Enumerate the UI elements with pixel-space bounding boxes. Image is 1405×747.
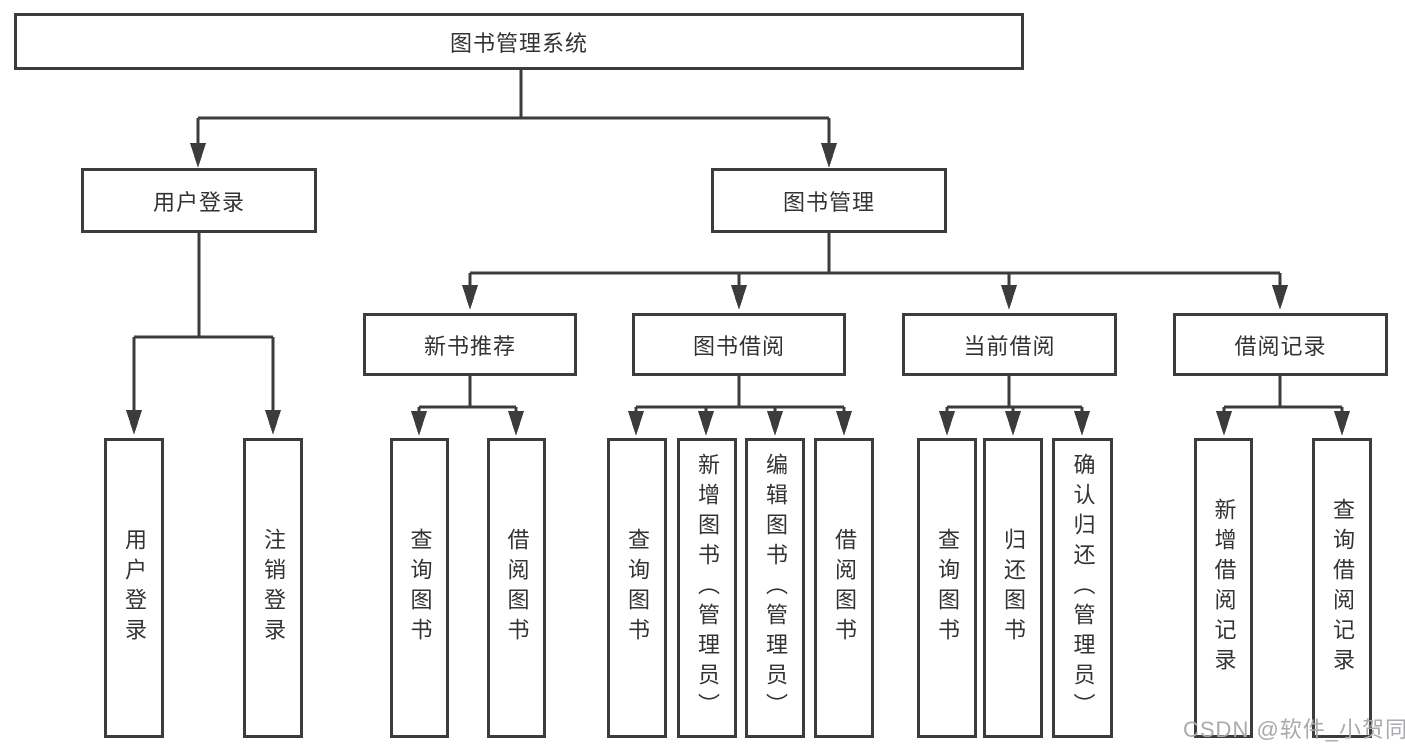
node-user-login: 用户登录: [81, 168, 317, 233]
node-root-system: 图书管理系统: [14, 13, 1024, 70]
arrowhead-down-icon: [265, 410, 281, 435]
node-current-borrow: 当前借阅: [902, 313, 1117, 376]
connector-book-management-to-level2: [462, 233, 1288, 310]
node-label: 用户登录: [152, 189, 245, 215]
node-label: 用户登录: [122, 528, 147, 648]
node-leaf-logout: 注销登录: [243, 438, 303, 738]
node-label: 注销登录: [261, 528, 286, 648]
node-label: 图书借阅: [692, 333, 785, 359]
connector-new-book-recommend-to-children: [411, 376, 524, 436]
connector-root-to-level1: [190, 70, 837, 168]
arrowhead-down-icon: [836, 411, 852, 436]
node-label: 图书管理系统: [449, 30, 588, 56]
node-label: 查询图书: [407, 528, 433, 648]
node-leaf-edit-books-admin: 编辑图书（管理员）: [745, 438, 805, 738]
node-leaf-return-books: 归还图书: [983, 438, 1043, 738]
node-leaf-add-books-admin: 新增图书（管理员）: [677, 438, 737, 738]
node-leaf-confirm-return-admin: 确认归还（管理员）: [1052, 438, 1113, 738]
node-leaf-query-borrow-record: 查询借阅记录: [1312, 438, 1372, 738]
arrowhead-down-icon: [1005, 411, 1021, 436]
node-label: 借阅图书: [832, 528, 857, 648]
csdn-watermark: CSDN @软件_小贺同学: [1183, 717, 1405, 742]
arrowhead-down-icon: [462, 285, 478, 310]
arrowhead-down-icon: [1001, 285, 1017, 310]
arrowhead-down-icon: [939, 411, 955, 436]
node-label: 图书管理: [782, 189, 875, 215]
arrowhead-down-icon: [1074, 411, 1090, 436]
connector-current-borrow-to-children: [939, 376, 1090, 436]
arrowhead-down-icon: [411, 411, 427, 436]
arrowhead-down-icon: [1272, 285, 1288, 310]
node-label: 编辑图书（管理员）: [763, 453, 788, 723]
node-label: 查询借阅记录: [1330, 498, 1355, 678]
node-book-borrow: 图书借阅: [632, 313, 846, 376]
arrowhead-down-icon: [821, 143, 837, 168]
node-borrow-records: 借阅记录: [1173, 313, 1388, 376]
node-leaf-borrow-books-recommend: 借阅图书: [487, 438, 546, 738]
arrowhead-down-icon: [1216, 411, 1232, 436]
arrowhead-down-icon: [767, 411, 783, 436]
arrowhead-down-icon: [190, 143, 206, 168]
node-leaf-query-books-current: 查询图书: [917, 438, 977, 738]
arrowhead-down-icon: [1334, 411, 1350, 436]
node-leaf-query-books-recommend: 查询图书: [390, 438, 449, 738]
node-label: 新书推荐: [423, 333, 516, 359]
arrowhead-down-icon: [508, 411, 524, 436]
node-label: 查询图书: [625, 528, 650, 648]
node-leaf-user-login: 用户登录: [104, 438, 164, 738]
node-leaf-query-books-borrow: 查询图书: [607, 438, 667, 738]
node-label: 借阅图书: [504, 528, 530, 648]
connector-user-login-to-children: [126, 233, 281, 435]
node-leaf-borrow-books: 借阅图书: [814, 438, 874, 738]
node-new-book-recommend: 新书推荐: [363, 313, 577, 376]
node-label: 查询图书: [935, 528, 960, 648]
node-book-management: 图书管理: [711, 168, 947, 233]
arrowhead-down-icon: [731, 285, 747, 310]
arrowhead-down-icon: [126, 410, 142, 435]
node-label: 当前借阅: [963, 333, 1056, 359]
node-leaf-add-borrow-record: 新增借阅记录: [1194, 438, 1253, 738]
node-label: 归还图书: [1001, 528, 1026, 648]
connector-borrow-records-to-children: [1216, 376, 1350, 436]
node-label: 新增借阅记录: [1211, 498, 1237, 678]
connector-book-borrow-to-children: [628, 376, 852, 436]
node-label: 新增图书（管理员）: [695, 453, 720, 723]
arrowhead-down-icon: [698, 411, 714, 436]
node-label: 借阅记录: [1234, 333, 1327, 359]
node-label: 确认归还（管理员）: [1070, 453, 1096, 723]
arrowhead-down-icon: [628, 411, 644, 436]
